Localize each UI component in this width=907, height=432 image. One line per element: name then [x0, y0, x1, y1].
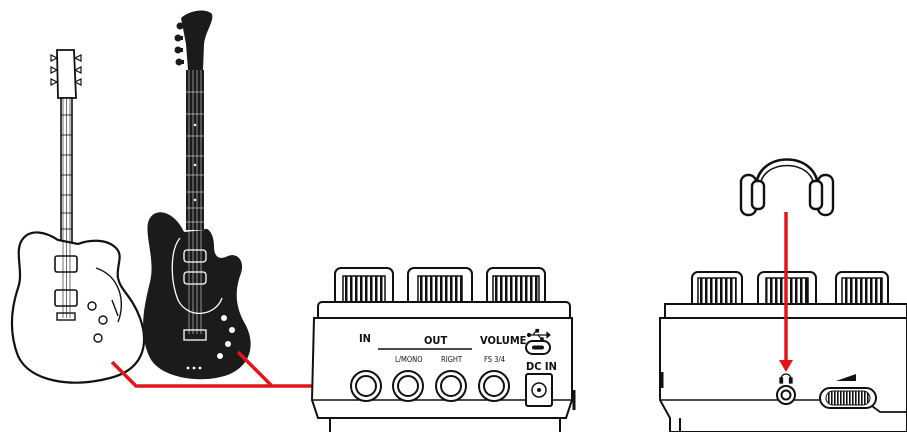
volume-label: VOLUME: [480, 334, 527, 347]
output-right-label: RIGHT: [441, 355, 463, 364]
output-left-jack: [392, 370, 424, 402]
footswitch-jack: [478, 370, 510, 402]
bass-guitar-icon: [143, 10, 251, 380]
headphone-cable-arrowhead: [779, 360, 793, 372]
dc-in-label: DC IN: [526, 360, 557, 373]
usb-icon: [526, 328, 551, 341]
input-jack: [350, 370, 382, 402]
headphone-jack-icon: [779, 373, 793, 384]
volume-wheel-icon: [819, 387, 877, 409]
pedal-rear-panel: [310, 267, 576, 432]
volume-ramp-icon: [836, 374, 856, 381]
output-left-label: L/MONO: [395, 355, 423, 364]
headphone-jack: [776, 385, 796, 405]
headphones-icon: [739, 158, 835, 217]
input-label: IN: [359, 332, 371, 345]
output-group-label: OUT: [424, 334, 447, 347]
guitar-icon: [10, 49, 146, 384]
output-right-jack: [435, 370, 467, 402]
dc-in-jack: [525, 373, 553, 407]
usb-c-port: [525, 340, 551, 355]
pedal-side-panel: [659, 271, 907, 432]
footswitch-label: FS 3/4: [484, 355, 505, 364]
